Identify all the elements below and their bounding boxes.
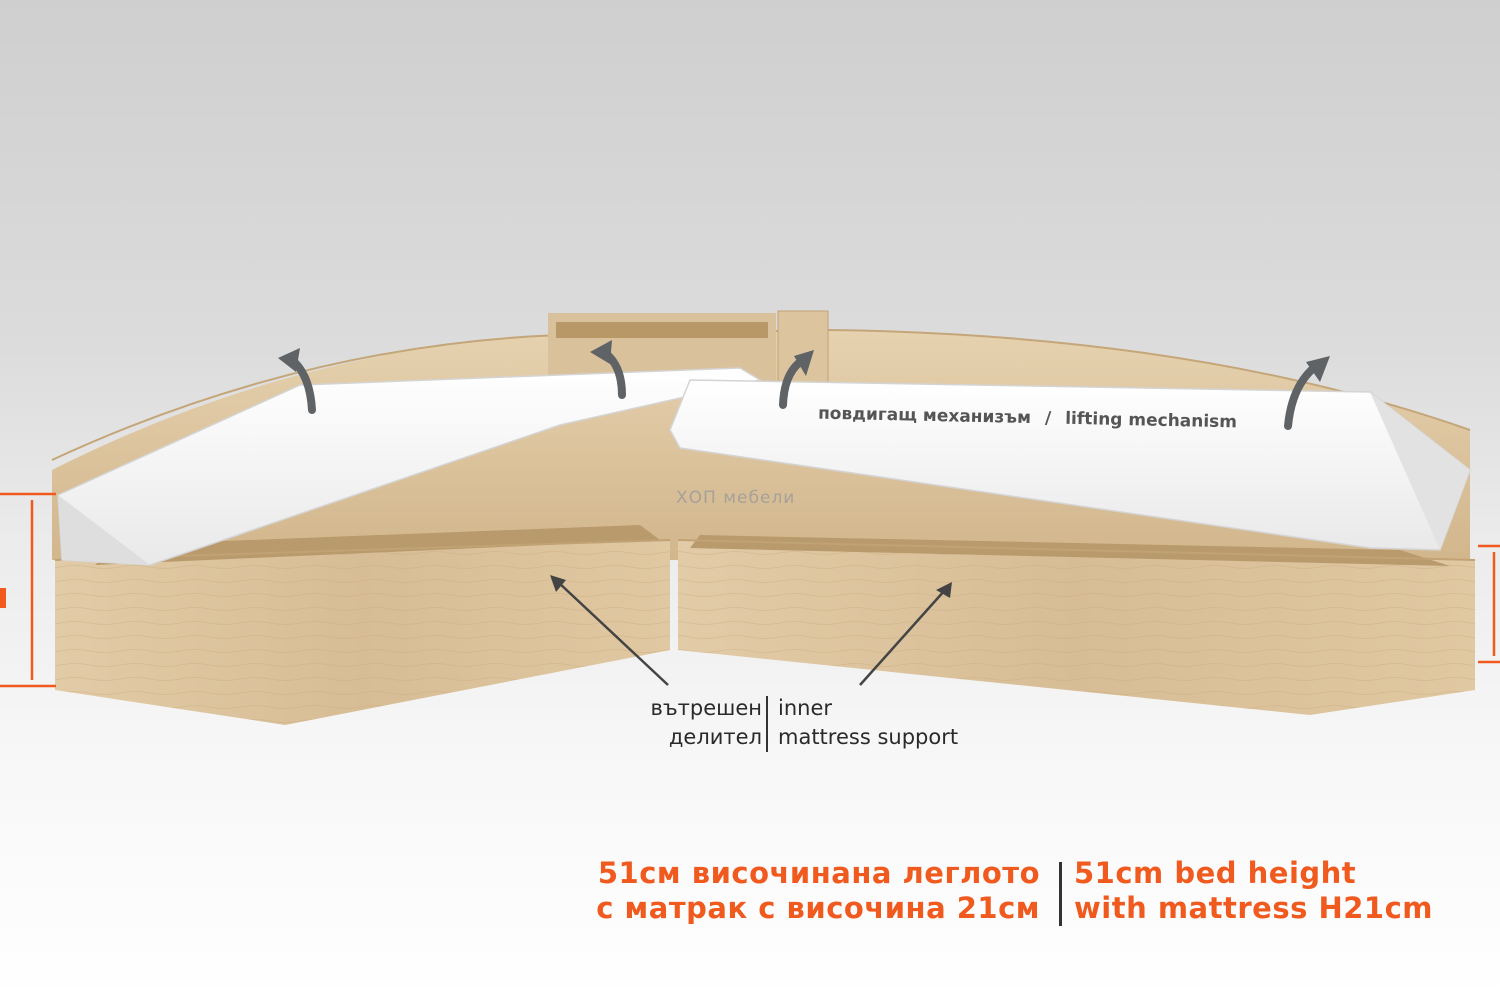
right-mattress <box>669 379 1471 551</box>
lift-arrowhead-icon <box>278 340 1330 382</box>
bed-height-bg-line1: 51см височинана леглото <box>597 856 1040 890</box>
bed-height-en-line1: 51cm bed height <box>1074 856 1357 890</box>
inner-support-en: inner mattress support <box>778 694 958 752</box>
bed-height-bg-line2: с матрак с височина 21см <box>596 891 1040 925</box>
lifting-mechanism-en: lifting mechanism <box>1064 408 1238 433</box>
inner-support-bg: вътрешен делител <box>650 694 762 752</box>
watermark: ХОП мебели <box>676 488 796 508</box>
bed-height-divider <box>1059 862 1062 926</box>
bed-height-en-line2: with mattress H21cm <box>1074 891 1433 925</box>
pointer-arrowhead-icon <box>550 575 952 598</box>
left-bed-base <box>54 525 671 725</box>
right-bed-base <box>677 535 1476 715</box>
height-unit-mark <box>0 588 6 608</box>
inner-support-divider <box>766 696 768 752</box>
inner-support-bg-line2: делител <box>668 725 762 749</box>
inner-support-en-line2: mattress support <box>778 725 959 749</box>
left-mattress <box>57 367 762 566</box>
inner-support-bg-line1: вътрешен <box>650 696 762 720</box>
height-dimension-right <box>1478 544 1500 664</box>
height-dimension-left <box>0 492 56 688</box>
bed-height-bg: 51см височинана леглото с матрак с височ… <box>596 856 1040 926</box>
pointer-lines <box>557 581 946 686</box>
inner-support-en-line1: inner <box>778 696 833 720</box>
lifting-mechanism-separator: / <box>1044 408 1052 429</box>
bed-height-en: 51cm bed height with mattress H21cm <box>1074 856 1433 926</box>
